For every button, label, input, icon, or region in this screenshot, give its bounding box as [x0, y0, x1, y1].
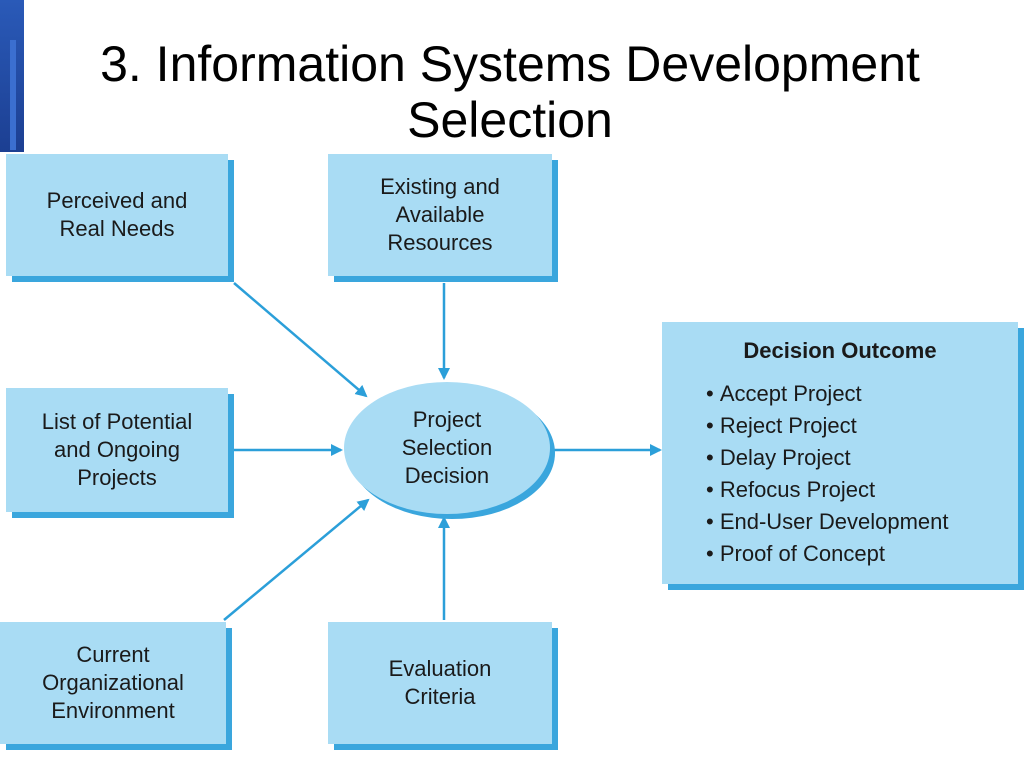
- decision-outcome-title: Decision Outcome: [743, 338, 937, 363]
- outcome-item: Proof of Concept: [706, 538, 949, 570]
- box-organizational-environment: Current Organizational Environment: [0, 622, 226, 744]
- outcome-item: Reject Project: [706, 410, 949, 442]
- box-evaluation-criteria: Evaluation Criteria: [328, 622, 552, 744]
- box-existing-resources: Existing and Available Resources: [328, 154, 552, 276]
- box-potential-projects: List of Potential and Ongoing Projects: [6, 388, 228, 512]
- decision-outcome-box: Decision Outcome Accept Project Reject P…: [662, 322, 1018, 584]
- arrow-needs-to-decision: [233, 282, 368, 398]
- outcome-item: Delay Project: [706, 442, 949, 474]
- decision-outcome-list: Accept Project Reject Project Delay Proj…: [706, 378, 949, 570]
- left-accent-bar: [0, 0, 24, 152]
- slide-title: 3. Information Systems Development Selec…: [100, 36, 920, 148]
- project-selection-decision: Project Selection Decision: [344, 382, 550, 514]
- outcome-item: End-User Development: [706, 506, 949, 538]
- box-perceived-needs: Perceived and Real Needs: [6, 154, 228, 276]
- outcome-item: Refocus Project: [706, 474, 949, 506]
- outcome-item: Accept Project: [706, 378, 949, 410]
- arrow-environment-to-decision: [223, 498, 370, 621]
